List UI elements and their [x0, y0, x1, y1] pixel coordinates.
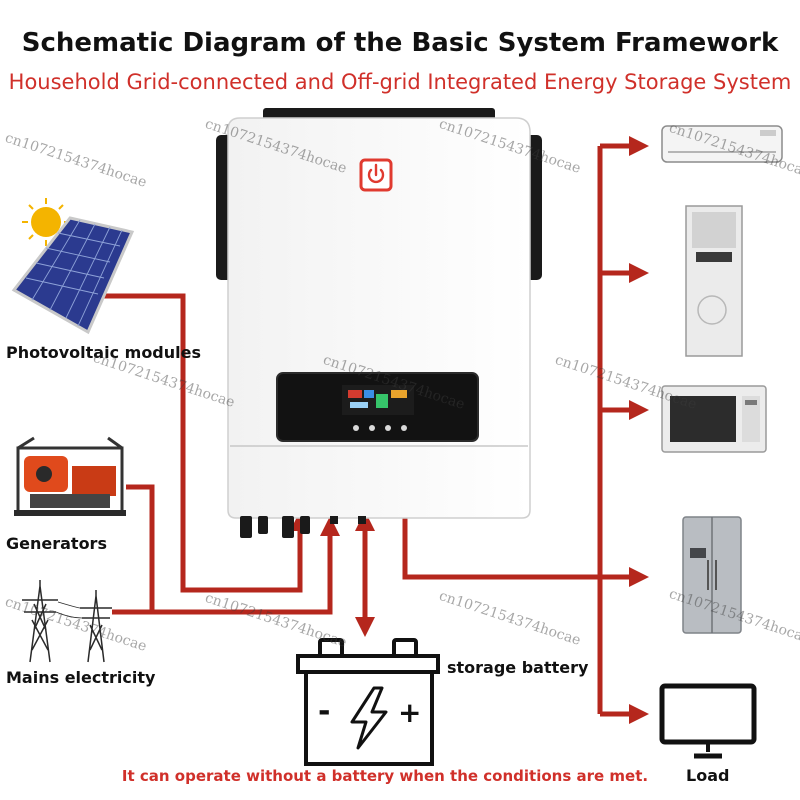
battery-label: storage battery: [447, 658, 589, 677]
air-conditioner-icon: [661, 125, 783, 163]
air-cooler-icon: [685, 205, 743, 357]
pv-label: Photovoltaic modules: [6, 343, 202, 362]
battery-note: It can operate without a battery when th…: [121, 767, 649, 785]
display-button-4: [401, 425, 407, 431]
output-flow-line: [402, 516, 600, 580]
monitor-icon: [659, 683, 757, 759]
display-button-2: [369, 425, 375, 431]
flow-lines: [104, 136, 649, 724]
battery-minus: -: [318, 694, 331, 729]
refrigerator-icon: [682, 516, 742, 634]
display-button-1: [353, 425, 359, 431]
generator-icon: [14, 436, 126, 516]
pv-flow-line: [104, 293, 310, 593]
inverter: [216, 108, 542, 538]
load-label: Load: [686, 766, 730, 785]
pylon-icon: [22, 580, 112, 663]
mains-label: Mains electricity: [6, 668, 156, 687]
display-button-3: [385, 425, 391, 431]
battery-icon: [296, 638, 440, 766]
diagram-title: Schematic Diagram of the Basic System Fr…: [21, 28, 779, 58]
generator-label: Generators: [6, 534, 107, 553]
diagram-subtitle: Household Grid-connected and Off-grid In…: [8, 70, 792, 94]
power-icon: [367, 163, 385, 184]
lightning-icon: [350, 686, 388, 750]
battery-plus: +: [398, 696, 422, 729]
solar-panel-icon: [11, 198, 135, 335]
microwave-icon: [661, 385, 767, 453]
inverter-terminals: [240, 516, 366, 538]
